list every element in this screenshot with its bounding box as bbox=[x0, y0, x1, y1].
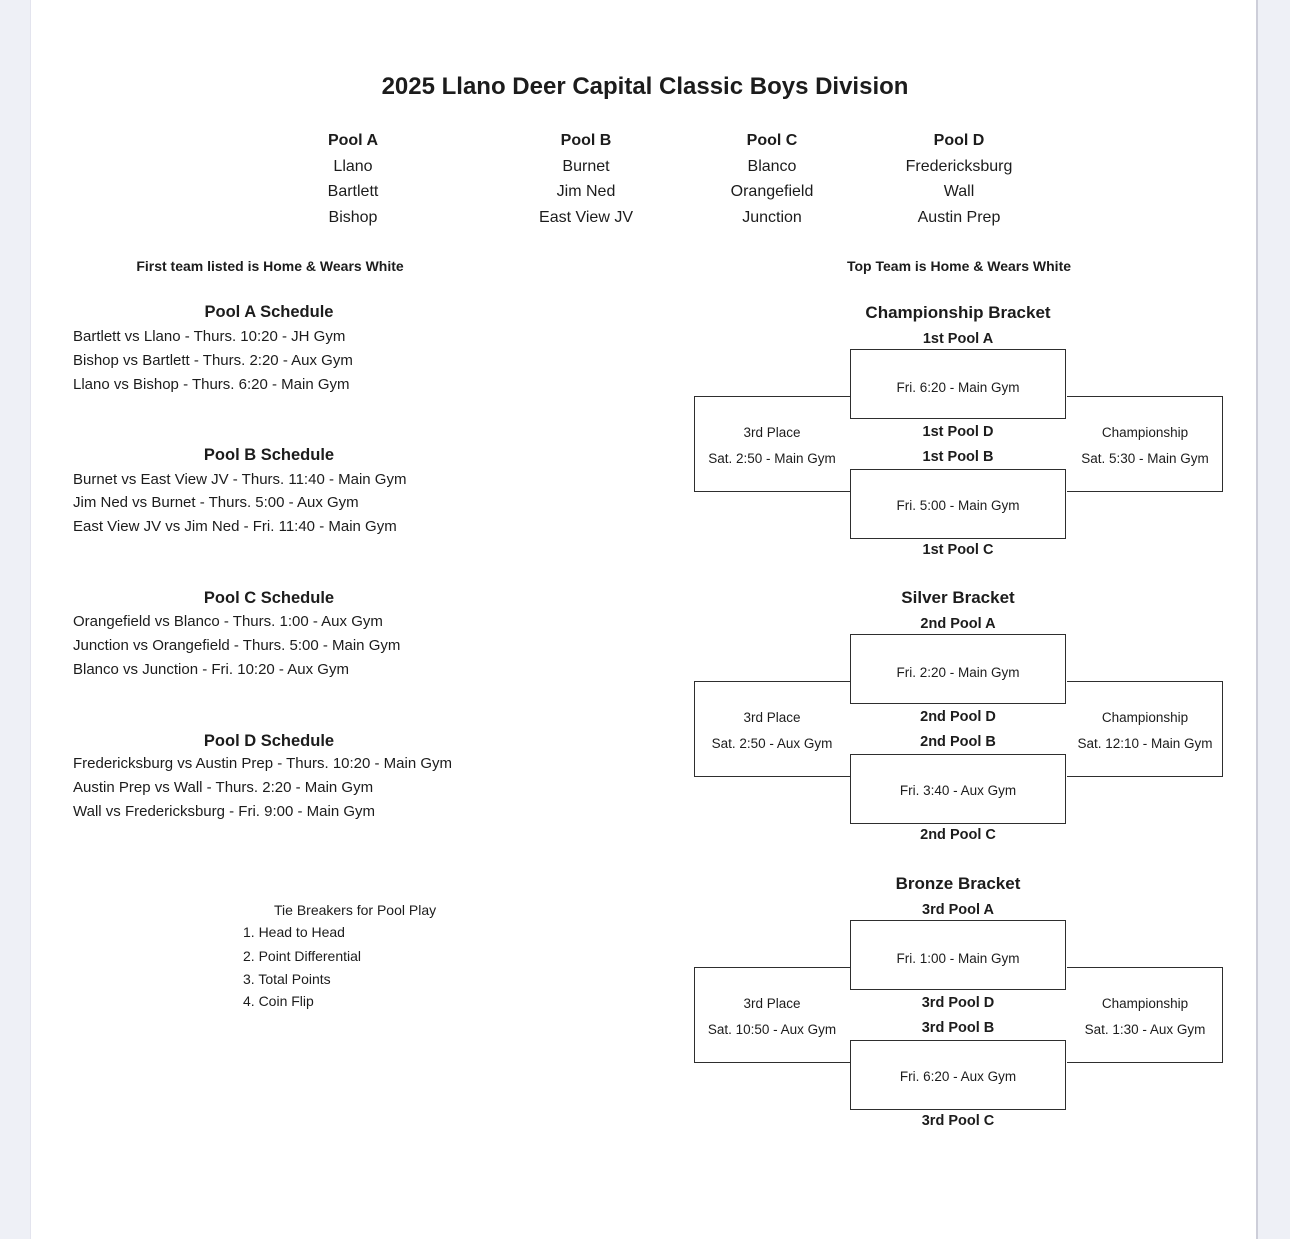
final-label: Championship bbox=[1101, 710, 1189, 725]
final-box bbox=[1067, 967, 1223, 1063]
tiebreakers-title: Tie Breakers for Pool Play bbox=[274, 902, 437, 918]
pool-a-team-1: Llano bbox=[333, 158, 373, 175]
pool-c-schedule-title: Pool C Schedule bbox=[203, 589, 335, 607]
bronze-bracket: Bronze Bracket 3rd Pool A Fri. 1:00 - Ma… bbox=[694, 873, 1224, 1133]
pool-d-team-1: Fredericksburg bbox=[905, 158, 1013, 175]
tiebreaker-item-2: 2. Point Differential bbox=[243, 948, 362, 964]
final-label: Championship bbox=[1101, 425, 1189, 440]
semifinal-top-box: Fri. 6:20 - Main Gym bbox=[850, 349, 1066, 419]
pool-a-column: Pool A Llano Bartlett Bishop bbox=[328, 128, 379, 230]
pool-c-team-2: Orangefield bbox=[730, 183, 814, 201]
third-place-label: 3rd Place bbox=[743, 996, 801, 1011]
third-place-box bbox=[694, 967, 850, 1063]
third-place-label: 3rd Place bbox=[743, 710, 801, 725]
semifinal-bottom-game: Fri. 3:40 - Aux Gym bbox=[899, 783, 1017, 798]
third-place-box bbox=[694, 681, 850, 777]
third-place-game: Sat. 2:50 - Main Gym bbox=[708, 451, 836, 466]
semifinal-top-box: Fri. 1:00 - Main Gym bbox=[850, 920, 1066, 990]
pool-b-team-2: Jim Ned bbox=[556, 183, 616, 201]
pool-b-game-1: Burnet vs East View JV - Thurs. 11:40 - … bbox=[73, 471, 407, 488]
final-game: Sat. 12:10 - Main Gym bbox=[1077, 736, 1213, 751]
final-game: Sat. 1:30 - Aux Gym bbox=[1084, 1022, 1206, 1037]
pool-d-schedule-title: Pool D Schedule bbox=[203, 732, 335, 750]
pool-c-name: Pool C bbox=[746, 132, 798, 149]
pool-d-game-1: Fredericksburg vs Austin Prep - Thurs. 1… bbox=[73, 755, 453, 772]
pool-b-team-1: Burnet bbox=[562, 158, 610, 175]
bracket-seed-bottom: 2nd Pool C bbox=[920, 827, 996, 843]
pool-d-game-3: Wall vs Fredericksburg - Fri. 9:00 - Mai… bbox=[73, 803, 375, 820]
bracket-seed-mid-top: 3rd Pool D bbox=[921, 995, 995, 1011]
bracket-seed-bottom: 3rd Pool C bbox=[921, 1113, 995, 1129]
tiebreaker-item-4: 4. Coin Flip bbox=[243, 993, 314, 1009]
bracket-seed-bottom: 1st Pool C bbox=[922, 542, 994, 558]
pool-a-schedule-title: Pool A Schedule bbox=[204, 303, 334, 321]
bracket-title: Championship Bracket bbox=[865, 303, 1051, 322]
pool-a-game-1: Bartlett vs Llano - Thurs. 10:20 - JH Gy… bbox=[73, 328, 346, 345]
semifinal-bottom-game: Fri. 5:00 - Main Gym bbox=[896, 498, 1020, 513]
bracket-seed-top: 3rd Pool A bbox=[922, 902, 994, 918]
bracket-seed-mid-top: 1st Pool D bbox=[922, 424, 994, 440]
pool-c-team-3: Junction bbox=[742, 208, 802, 226]
tiebreaker-item-3: 3. Total Points bbox=[243, 971, 331, 987]
document-page: 2025 Llano Deer Capital Classic Boys Div… bbox=[30, 0, 1258, 1239]
pool-b-game-3: East View JV vs Jim Ned - Fri. 11:40 - M… bbox=[73, 518, 397, 535]
bracket-seed-mid-bottom: 3rd Pool B bbox=[921, 1020, 995, 1036]
pool-d-name: Pool D bbox=[933, 132, 985, 149]
third-place-label: 3rd Place bbox=[743, 425, 801, 440]
tiebreaker-item-1: 1. Head to Head bbox=[243, 924, 345, 940]
pool-b-team-3: East View JV bbox=[539, 208, 633, 226]
left-home-note: First team listed is Home & Wears White bbox=[136, 258, 404, 274]
third-place-box bbox=[694, 396, 850, 492]
page-title: 2025 Llano Deer Capital Classic Boys Div… bbox=[381, 73, 909, 100]
championship-bracket: Championship Bracket 1st Pool A Fri. 6:2… bbox=[694, 302, 1224, 562]
third-place-game: Sat. 2:50 - Aux Gym bbox=[711, 736, 833, 751]
pool-d-team-2: Wall bbox=[943, 183, 975, 201]
right-home-note: Top Team is Home & Wears White bbox=[846, 258, 1072, 274]
semifinal-bottom-game: Fri. 6:20 - Aux Gym bbox=[899, 1069, 1017, 1084]
pool-d-column: Pool D Fredericksburg Wall Austin Prep bbox=[906, 128, 1013, 230]
pool-a-game-2: Bishop vs Bartlett - Thurs. 2:20 - Aux G… bbox=[73, 352, 353, 369]
pool-a-team-2: Bartlett bbox=[327, 183, 379, 201]
pool-c-game-1: Orangefield vs Blanco - Thurs. 1:00 - Au… bbox=[73, 613, 383, 630]
bracket-title: Bronze Bracket bbox=[895, 874, 1021, 893]
bracket-seed-mid-top: 2nd Pool D bbox=[920, 709, 996, 725]
pool-a-team-3: Bishop bbox=[328, 208, 378, 226]
bracket-title: Silver Bracket bbox=[901, 588, 1015, 607]
pool-c-game-3: Blanco vs Junction - Fri. 10:20 - Aux Gy… bbox=[73, 661, 349, 678]
pool-b-schedule-title: Pool B Schedule bbox=[203, 446, 335, 464]
semifinal-bottom-box: Fri. 6:20 - Aux Gym bbox=[850, 1040, 1066, 1110]
final-box bbox=[1067, 681, 1223, 777]
semifinal-top-box: Fri. 2:20 - Main Gym bbox=[850, 634, 1066, 704]
bracket-seed-mid-bottom: 1st Pool B bbox=[922, 449, 994, 465]
bracket-seed-top: 1st Pool A bbox=[922, 331, 994, 347]
final-box bbox=[1067, 396, 1223, 492]
pool-c-team-1: Blanco bbox=[747, 158, 797, 175]
final-game: Sat. 5:30 - Main Gym bbox=[1081, 451, 1209, 466]
pool-b-game-2: Jim Ned vs Burnet - Thurs. 5:00 - Aux Gy… bbox=[73, 494, 359, 511]
pool-d-team-3: Austin Prep bbox=[917, 208, 1001, 226]
bracket-seed-top: 2nd Pool A bbox=[920, 616, 996, 632]
semifinal-bottom-box: Fri. 3:40 - Aux Gym bbox=[850, 754, 1066, 824]
semifinal-top-game: Fri. 2:20 - Main Gym bbox=[896, 665, 1020, 680]
third-place-game: Sat. 10:50 - Aux Gym bbox=[707, 1022, 837, 1037]
pool-b-name: Pool B bbox=[560, 132, 612, 149]
pool-a-name: Pool A bbox=[327, 132, 379, 149]
bracket-seed-mid-bottom: 2nd Pool B bbox=[920, 734, 996, 750]
semifinal-bottom-box: Fri. 5:00 - Main Gym bbox=[850, 469, 1066, 539]
semifinal-top-game: Fri. 6:20 - Main Gym bbox=[896, 380, 1020, 395]
final-label: Championship bbox=[1101, 996, 1189, 1011]
pool-c-column: Pool C Blanco Orangefield Junction bbox=[731, 128, 814, 230]
semifinal-top-game: Fri. 1:00 - Main Gym bbox=[896, 951, 1020, 966]
silver-bracket: Silver Bracket 2nd Pool A Fri. 2:20 - Ma… bbox=[694, 587, 1224, 847]
pool-b-column: Pool B Burnet Jim Ned East View JV bbox=[539, 128, 633, 230]
pool-c-game-2: Junction vs Orangefield - Thurs. 5:00 - … bbox=[73, 637, 401, 654]
pool-d-game-2: Austin Prep vs Wall - Thurs. 2:20 - Main… bbox=[73, 779, 374, 796]
pool-a-game-3: Llano vs Bishop - Thurs. 6:20 - Main Gym bbox=[73, 376, 350, 393]
